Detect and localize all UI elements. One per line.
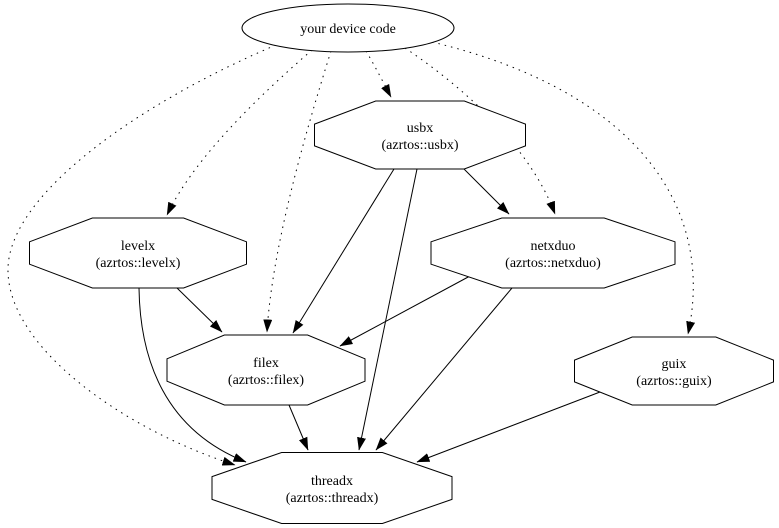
edge-netxduo-threadx-solid (375, 287, 513, 451)
node-threadx: threadx(azrtos::threadx) (211, 452, 453, 524)
node-shape-octagon (29, 217, 247, 289)
node-label-filex: filex (253, 356, 279, 371)
edge-guix-threadx-solid (416, 391, 601, 463)
edge-usbx-filex-solid (292, 168, 395, 334)
node-levelx: levelx(azrtos::levelx) (29, 217, 247, 289)
node-sublabel-guix: (azrtos::guix) (636, 374, 712, 389)
edge-device_code-filex-dotted (263, 50, 332, 333)
node-shape-ellipse (241, 3, 455, 53)
node-label-device_code: your device code (300, 22, 396, 37)
node-sublabel-netxduo: (azrtos::netxduo) (505, 256, 601, 271)
node-shape-octagon (314, 100, 526, 170)
node-sublabel-levelx: (azrtos::levelx) (96, 256, 181, 271)
edge-netxduo-filex-solid (339, 275, 471, 347)
node-usbx: usbx(azrtos::usbx) (314, 100, 526, 170)
node-device_code: your device code (241, 3, 455, 53)
node-label-netxduo: netxduo (530, 239, 575, 254)
edge-levelx-threadx-solid (138, 287, 247, 463)
edge-levelx-filex-solid (176, 287, 223, 333)
node-netxduo: netxduo(azrtos::netxduo) (430, 217, 676, 289)
edge-device_code-guix-dotted (431, 41, 696, 335)
node-shape-octagon (574, 336, 774, 406)
node-label-levelx: levelx (121, 239, 155, 254)
edge-device_code-threadx-dotted (7, 44, 277, 466)
node-sublabel-threadx: (azrtos::threadx) (286, 491, 379, 506)
node-filex: filex(azrtos::filex) (166, 334, 366, 406)
node-label-guix: guix (662, 357, 687, 372)
node-label-threadx: threadx (311, 474, 353, 489)
edge-device_code-usbx-dotted (365, 50, 392, 98)
node-shape-octagon (166, 334, 366, 406)
node-shape-octagon (430, 217, 676, 289)
node-label-usbx: usbx (407, 121, 433, 136)
edge-filex-threadx-solid (288, 404, 309, 451)
edge-usbx-threadx-solid (357, 168, 418, 451)
node-sublabel-filex: (azrtos::filex) (228, 373, 305, 388)
edge-device_code-netxduo-dotted (404, 47, 556, 215)
edge-usbx-netxduo-solid (462, 167, 510, 215)
node-sublabel-usbx: (azrtos::usbx) (382, 138, 459, 153)
node-guix: guix(azrtos::guix) (574, 336, 774, 406)
edge-device_code-levelx-dotted (166, 49, 313, 216)
node-shape-octagon (211, 452, 453, 524)
